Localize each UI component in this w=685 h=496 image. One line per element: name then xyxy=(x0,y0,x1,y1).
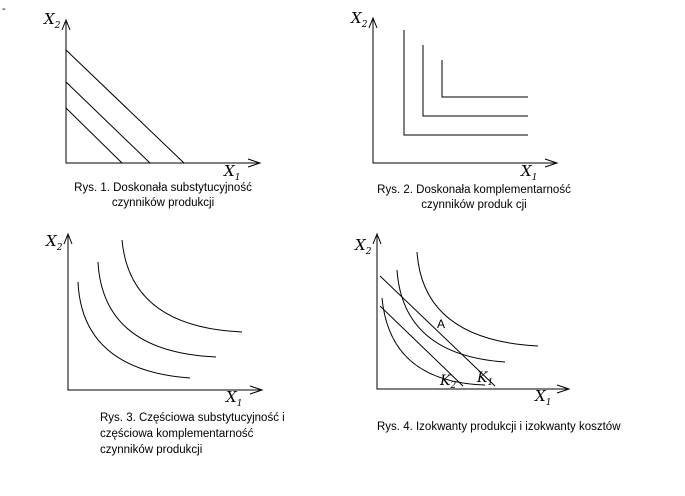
fig1-isoquant-2 xyxy=(65,81,151,164)
fig1-y-axis-label: X2 xyxy=(43,10,61,31)
fig2-x-axis-label: X1 xyxy=(520,162,537,183)
fig3-y-axis-label: X2 xyxy=(45,232,63,253)
fig4-caption-line-1: Rys. 4. Izokwanty produkcji i izokwanty … xyxy=(377,421,621,433)
fig4-isoquant-1 xyxy=(381,297,486,386)
fig4-isocost-label-k2: K2 xyxy=(439,373,456,391)
fig2-y-axis-label: X2 xyxy=(350,9,368,30)
fig3-caption-line-3: czynników produkcji xyxy=(100,444,202,456)
fig2-axes: X2 X1 xyxy=(350,9,559,183)
fig2-caption-line-1: Rys. 2. Doskonała komplementarność xyxy=(377,184,571,196)
fig4-point-a-label: A xyxy=(437,317,445,331)
fig3-caption-line-2: częściowa komplementarność xyxy=(100,428,254,440)
fig1-x-arrow xyxy=(247,158,262,168)
fig4-x-axis-label: X1 xyxy=(534,387,551,408)
fig3-y-arrow xyxy=(63,232,73,245)
fig4-axes: X2 X1 xyxy=(354,232,571,408)
fig1-isoquant-1 xyxy=(65,107,123,164)
fig4-axis-lines xyxy=(376,236,567,390)
fig3-axes: X2 X1 xyxy=(45,232,264,409)
fig4-isoquant-2 xyxy=(396,269,506,363)
fig2-isoquant-2 xyxy=(422,45,528,117)
fig2-isoquant-1 xyxy=(403,30,528,136)
fig4-isoquant-3 xyxy=(416,251,539,347)
fig2-caption-line-2: czynników produk cji xyxy=(421,199,526,211)
fig4-isocost-line-1 xyxy=(379,275,496,387)
fig3-isoquant-3 xyxy=(121,239,243,333)
fig3-x-axis-label: X1 xyxy=(225,388,242,409)
figure-2: X2 X1 Rys. 2. Doskonała komplementarność… xyxy=(350,9,571,211)
fig3-caption-line-1: Rys. 3. Częściowa substytucyjność i xyxy=(100,412,285,424)
fig1-x-axis-label: X1 xyxy=(223,162,240,183)
figure-3: X2 X1 Rys. 3. Częściowa substytucyjność … xyxy=(45,232,285,456)
fig3-x-arrow xyxy=(249,385,264,395)
fig1-axes: X2 X1 xyxy=(43,10,262,183)
fig3-isoquant-2 xyxy=(97,261,217,358)
fig3-isoquant-1 xyxy=(77,281,191,379)
page-mark: - xyxy=(2,3,6,15)
fig4-y-axis-label: X2 xyxy=(354,236,372,257)
fig2-axis-lines xyxy=(372,20,555,164)
fig1-caption-line-2: czynników produkcji xyxy=(112,197,214,209)
fig4-y-arrow xyxy=(372,232,382,245)
fig1-caption-line-1: Rys. 1. Doskonała substytucyjność xyxy=(74,182,252,194)
fig4-x-arrow xyxy=(556,384,571,394)
fig1-isoquant-3 xyxy=(65,49,185,164)
fig2-x-arrow xyxy=(544,158,559,168)
fig1-axis-lines xyxy=(65,22,258,164)
fig2-y-arrow xyxy=(368,16,378,29)
figure-4: X2 X1 A K2 K1 Rys. 4. Izokwanty produkcj… xyxy=(354,232,621,433)
fig2-isoquant-3 xyxy=(441,60,528,98)
fig1-y-arrow xyxy=(61,18,71,31)
fig4-isocost-label-k1: K1 xyxy=(476,370,493,388)
figure-1: X2 X1 Rys. 1. Doskonała substytucyjność … xyxy=(43,10,262,209)
fig3-axis-lines xyxy=(67,236,260,391)
fig4-isocost-line-2 xyxy=(379,305,464,387)
